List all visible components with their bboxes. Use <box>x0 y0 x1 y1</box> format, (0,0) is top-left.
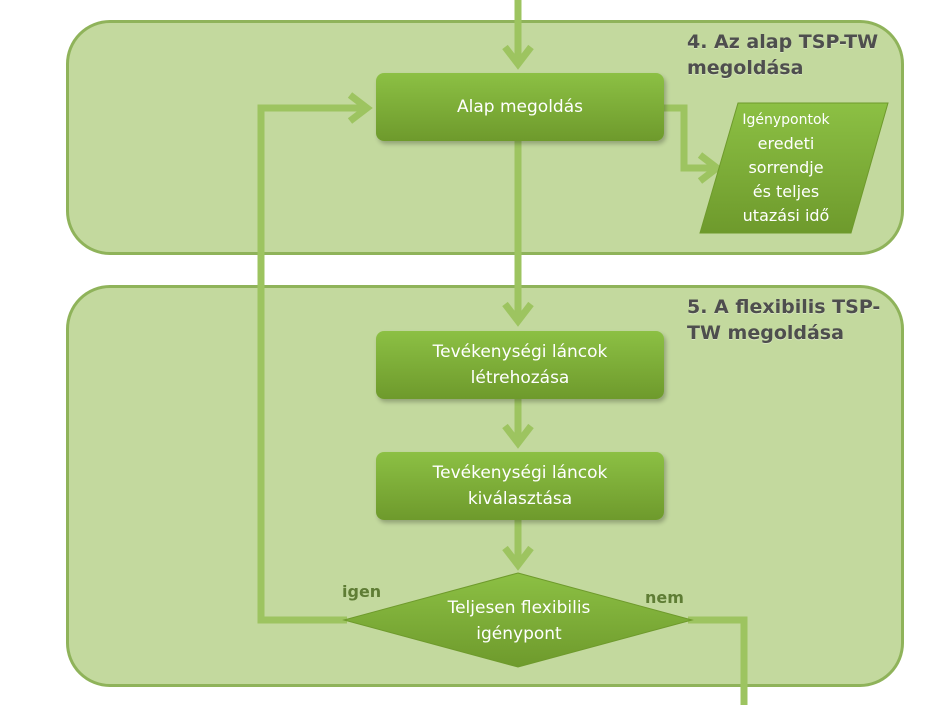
base-solution-box: Alap megoldás <box>376 73 664 141</box>
arrowhead-top-incoming <box>502 44 534 70</box>
output-label-line1: Igénypontok <box>742 112 830 128</box>
base-solution-label: Alap megoldás <box>457 97 583 117</box>
arrowhead-create-to-select <box>502 423 534 449</box>
branch-label-no: nem <box>645 588 684 607</box>
decision-diamond <box>342 572 694 668</box>
arrowhead-base-to-output <box>697 152 723 184</box>
decision-label: Teljesen flexibilis igénypont <box>447 598 591 644</box>
connector-no-exit <box>688 616 748 705</box>
create-chains-label: Tevékenységi láncok létrehozása <box>432 342 608 388</box>
output-label-line2: eredeti sorrendje és teljes utazási idő <box>742 134 830 225</box>
section-flexible-title: 5. A flexibilis TSP-TW megoldása <box>687 296 881 344</box>
section-base-title: 4. Az alap TSP-TW megoldása <box>687 31 879 79</box>
arrowhead-base-to-create <box>502 301 534 327</box>
arrowhead-yes-loop <box>347 92 373 124</box>
branch-label-yes: igen <box>342 582 382 601</box>
connector-base-to-output <box>664 104 712 172</box>
create-chains-box: Tevékenységi láncok létrehozása <box>376 331 664 399</box>
output-parallelogram <box>699 102 889 234</box>
arrowhead-select-to-decision <box>502 545 534 571</box>
output-label: Igénypontok eredeti sorrendje és teljes … <box>726 108 846 228</box>
select-chains-box: Tevékenységi láncok kiválasztása <box>376 452 664 520</box>
connector-yes-loop <box>257 104 365 624</box>
select-chains-label: Tevékenységi láncok kiválasztása <box>432 463 608 509</box>
